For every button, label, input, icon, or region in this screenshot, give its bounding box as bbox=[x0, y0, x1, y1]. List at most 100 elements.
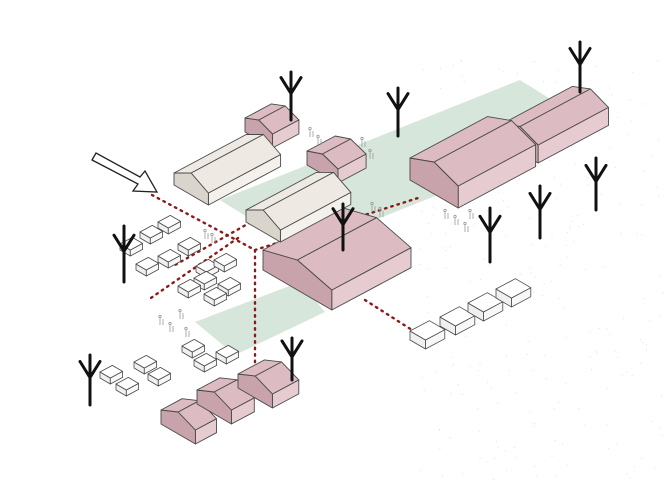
speckle-dot bbox=[596, 352, 598, 354]
cottage-bottom-2 bbox=[196, 377, 255, 425]
speckle-dot bbox=[565, 383, 567, 385]
path-right-down bbox=[363, 298, 414, 332]
speckle-dot bbox=[477, 370, 479, 372]
speckle-dot bbox=[428, 222, 430, 224]
speckle-dot bbox=[465, 335, 467, 337]
speckle-dot bbox=[545, 245, 547, 248]
speckle-dot bbox=[587, 183, 590, 185]
unit-19 bbox=[215, 344, 240, 365]
speckle-dot bbox=[421, 377, 423, 379]
unit-16-top bbox=[147, 366, 172, 381]
speckle-dot bbox=[566, 464, 568, 466]
unit-15 bbox=[133, 354, 158, 375]
speckle-dot bbox=[426, 268, 428, 270]
people-icon bbox=[168, 321, 174, 332]
speckle-dot bbox=[444, 232, 447, 234]
speckle-dot bbox=[457, 384, 459, 386]
speckle-dot bbox=[440, 88, 442, 90]
speckle-dot bbox=[558, 297, 560, 299]
speckle-dot bbox=[452, 363, 455, 365]
speckle-dot bbox=[439, 428, 441, 430]
speckle-dot bbox=[529, 411, 531, 413]
speckle-dot bbox=[578, 407, 580, 409]
speckle-dot bbox=[442, 247, 444, 249]
tree-icon bbox=[478, 206, 502, 264]
speckle-dot bbox=[536, 475, 538, 477]
unit-8-top bbox=[213, 252, 238, 267]
unit-17-top bbox=[181, 338, 206, 353]
unit-13 bbox=[99, 364, 123, 385]
unit-11 bbox=[203, 286, 228, 307]
speckle-dot bbox=[452, 64, 454, 66]
people-icon bbox=[178, 308, 184, 319]
speckle-dot bbox=[551, 280, 553, 282]
speckle-dot bbox=[493, 478, 495, 480]
speckle-dot bbox=[641, 204, 643, 206]
speckle-dot bbox=[602, 266, 604, 268]
speckle-dot bbox=[476, 323, 479, 325]
speckle-dot bbox=[542, 81, 545, 83]
unit-5-top bbox=[157, 248, 182, 263]
unit-3-top bbox=[177, 236, 202, 251]
speckle-dot bbox=[661, 434, 663, 436]
speckle-dot bbox=[534, 423, 536, 425]
speckle-dot bbox=[658, 138, 660, 140]
buildings bbox=[160, 85, 609, 445]
speckle-dot bbox=[450, 223, 452, 225]
people-icon bbox=[203, 228, 209, 239]
speckle-dot bbox=[614, 166, 616, 168]
speckle-dot bbox=[559, 183, 562, 185]
speckle-dot bbox=[462, 473, 464, 475]
tree-icon bbox=[386, 86, 410, 138]
unit-23-top bbox=[495, 278, 532, 299]
unit-14 bbox=[115, 376, 140, 397]
speckle-dot bbox=[608, 87, 610, 89]
path-left-down bbox=[146, 236, 240, 302]
people-icon bbox=[468, 208, 474, 219]
people-icon bbox=[308, 126, 314, 137]
speckle-dot bbox=[561, 443, 564, 445]
unit-18-top bbox=[193, 352, 218, 367]
cottage-bottom-3-roof-front bbox=[254, 361, 300, 395]
speckle-dot bbox=[533, 425, 535, 427]
speckle-dot bbox=[422, 69, 425, 71]
house-cream-upper bbox=[173, 134, 282, 206]
speckle-dot bbox=[634, 466, 636, 468]
tree-icon bbox=[280, 336, 304, 382]
speckle-dot bbox=[583, 62, 585, 64]
speckle-dot bbox=[419, 264, 421, 266]
speckle-dot bbox=[587, 177, 589, 179]
speckle-dot bbox=[532, 243, 534, 246]
speckle-dot bbox=[434, 370, 436, 373]
speckle-dot bbox=[490, 387, 492, 389]
speckle-dot bbox=[519, 273, 522, 275]
speckle-dot bbox=[518, 178, 521, 180]
speckle-dot bbox=[642, 341, 644, 343]
cottage-bottom-1 bbox=[160, 398, 217, 445]
speckle-dot bbox=[473, 224, 475, 226]
speckle-dot bbox=[659, 315, 662, 317]
speckle-dot bbox=[497, 402, 499, 404]
speckle-dot bbox=[482, 258, 484, 260]
speckle-dot bbox=[498, 68, 500, 70]
speckle-dot bbox=[435, 208, 437, 210]
unit-12 bbox=[177, 278, 202, 299]
speckle-dot bbox=[600, 193, 602, 195]
house-cream-upper-roof-front bbox=[190, 134, 282, 194]
speckle-dot bbox=[495, 440, 497, 442]
speckle-dot bbox=[540, 164, 542, 166]
speckle-dot bbox=[614, 350, 616, 352]
unit-20-top bbox=[409, 320, 446, 341]
people-icon bbox=[210, 232, 216, 243]
speckle-dot bbox=[543, 354, 546, 356]
people-icon bbox=[370, 201, 376, 212]
speckle-dot bbox=[577, 225, 580, 228]
speckle-dot bbox=[645, 349, 648, 351]
speckle-dot bbox=[554, 81, 556, 83]
speckle-dot bbox=[565, 244, 568, 246]
unit-15-top bbox=[133, 354, 158, 369]
speckle-dot bbox=[609, 147, 611, 149]
people-icon bbox=[184, 326, 190, 337]
house-cream-lower-roof-front bbox=[262, 171, 352, 231]
